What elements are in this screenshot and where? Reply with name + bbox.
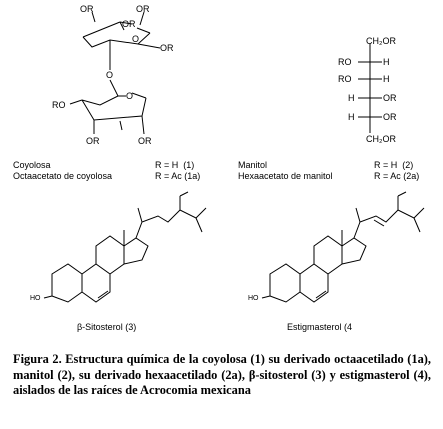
manitol-or2: OR [383,112,397,122]
manitol-ro2: RO [338,74,352,84]
manitol-h3: H [348,93,355,103]
stigmasterol-ho: HO [248,295,259,302]
manitol-top: CH₂OR [366,36,396,46]
manitol-r-ac: R = Ac (2a) [374,171,420,181]
coyolosa-atom-or4: OR [160,43,174,53]
coyolosa-name: Coyolosa [13,160,51,170]
coyolosa-structure: OR OR OR OR O O RO O OR OR [52,4,174,146]
coyolosa-acetate-name: Octaacetato de coyolosa [13,171,113,181]
manitol-ro1: RO [338,57,352,67]
coyolosa-atom-or6: OR [138,136,152,146]
manitol-bottom: CH₂OR [366,134,396,144]
manitol-name: Manitol [238,160,268,170]
stigmasterol-structure: HO [248,191,425,303]
manitol-structure: CH₂OR RO H RO H H OR H OR CH₂OR [338,36,397,144]
manitol-h4: H [348,112,355,122]
coyolosa-atom-or3: OR [122,19,136,29]
manitol-h2: H [383,74,390,84]
coyolosa-atom-or2: OR [136,4,150,14]
stigmasterol-name: Estigmasterol (4 [287,322,353,332]
coyolosa-r-h: R = H (1) [155,160,195,170]
sitosterol-name: β-Sitosterol (3) [77,322,137,332]
coyolosa-atom-o-ring-bot: O [126,91,133,101]
coyolosa-atom-ro: RO [52,100,66,110]
manitol-h1: H [383,57,390,67]
manitol-acetate-name: Hexaacetato de manitol [238,171,333,181]
sitosterol-structure: HO [30,191,207,303]
coyolosa-atom-or5: OR [86,136,100,146]
coyolosa-r-ac: R = Ac (1a) [155,171,201,181]
coyolosa-atom-o-ring-top: O [132,34,139,44]
coyolosa-atom-o-link: O [106,70,113,80]
manitol-or1: OR [383,93,397,103]
coyolosa-atom-or1: OR [80,4,94,14]
sitosterol-ho: HO [30,295,41,302]
figure-caption: Figura 2. Estructura química de la coyol… [13,352,431,397]
manitol-r-h: R = H (2) [374,160,414,170]
